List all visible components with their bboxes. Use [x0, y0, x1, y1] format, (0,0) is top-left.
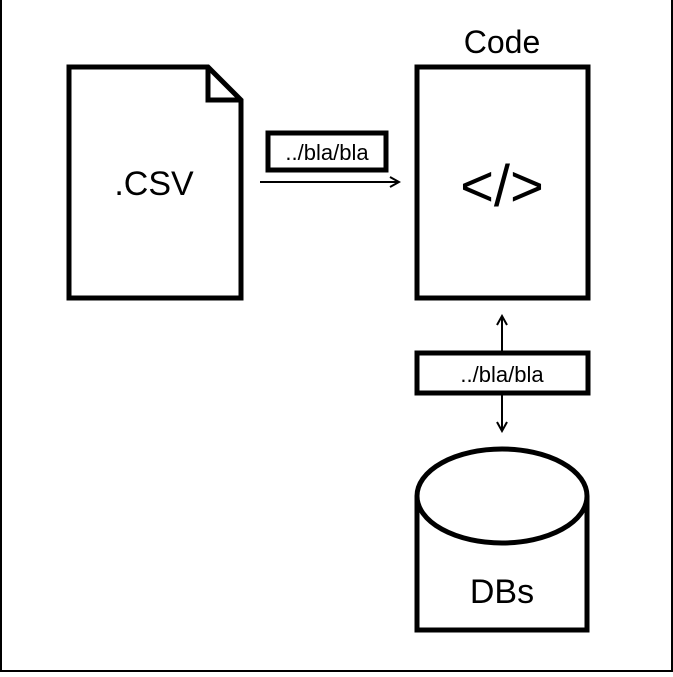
path-label-top: ../bla/bla	[285, 140, 369, 165]
db-label: DBs	[470, 573, 534, 611]
csv-to-code-connector: ../bla/bla	[260, 130, 399, 182]
code-db-connector: ../bla/bla	[414, 316, 591, 431]
file-corner-fold-icon	[205, 67, 241, 103]
csv-file-node: .CSV	[66, 64, 244, 301]
path-label-middle: ../bla/bla	[460, 362, 544, 387]
file-document-icon	[66, 64, 244, 301]
code-symbol-icon: </>	[460, 154, 544, 219]
code-node: Code </>	[414, 24, 591, 301]
csv-label: .CSV	[114, 165, 194, 203]
path-label-box-top	[265, 130, 389, 173]
code-title: Code	[464, 24, 541, 60]
path-label-box-middle	[414, 350, 591, 396]
database-node: DBs	[414, 446, 590, 633]
database-cylinder-top-icon	[414, 446, 590, 546]
code-box	[414, 64, 591, 301]
